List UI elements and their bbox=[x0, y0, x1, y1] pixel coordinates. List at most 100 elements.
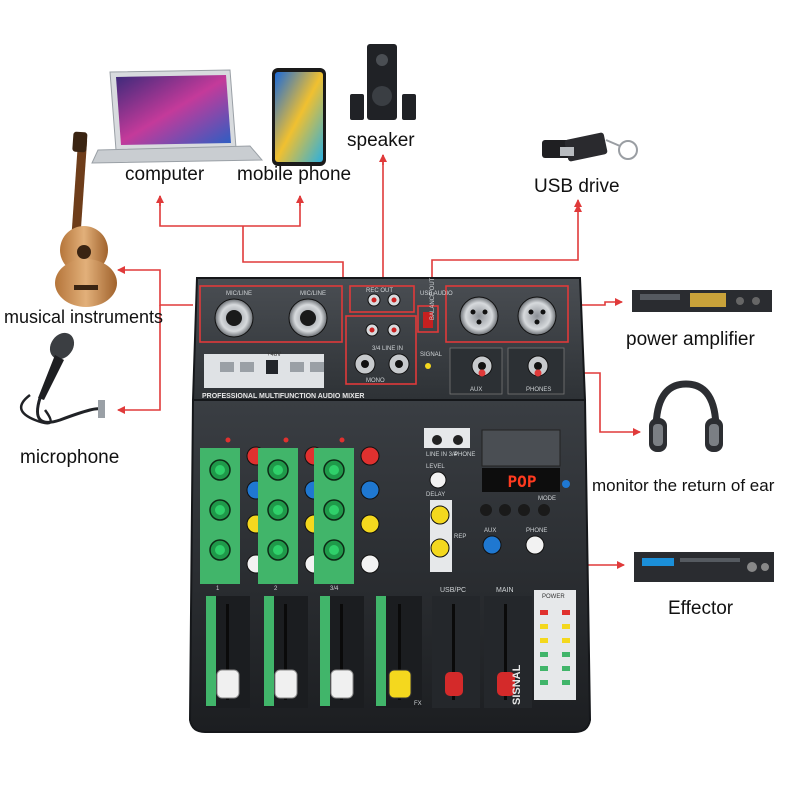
knob-rep[interactable] bbox=[430, 538, 450, 558]
label-effector: Effector bbox=[668, 598, 734, 619]
knob-aux-master[interactable] bbox=[482, 535, 502, 555]
line-in-label: 3/4 LINE IN bbox=[372, 346, 403, 352]
knob-cap bbox=[215, 505, 225, 515]
label-usb-drive: USB drive bbox=[534, 176, 620, 197]
mic-line-1-label: MIC/LINE bbox=[226, 291, 252, 297]
vu-led-left bbox=[540, 624, 548, 629]
knob-cap bbox=[215, 465, 225, 475]
fader-slot bbox=[340, 604, 343, 700]
line-microphone bbox=[117, 305, 161, 414]
transport-buttons[interactable] bbox=[480, 504, 550, 516]
ukulele-icon bbox=[55, 131, 117, 307]
vu-led-left bbox=[540, 666, 548, 671]
usb-audio-label: USB AUDIO bbox=[420, 291, 453, 297]
mode-label: MODE bbox=[538, 496, 556, 502]
vu-led-left bbox=[540, 638, 548, 643]
vu-meter bbox=[540, 610, 570, 685]
line-power-amp bbox=[568, 298, 623, 306]
fader-scale bbox=[264, 596, 274, 706]
vu-led-left bbox=[540, 680, 548, 685]
delay-label: DELAY bbox=[426, 492, 445, 498]
label-computer: computer bbox=[125, 164, 205, 185]
fader-ch1[interactable] bbox=[216, 669, 240, 699]
knob-gain-ch3[interactable] bbox=[360, 446, 380, 466]
fader-fx[interactable] bbox=[388, 669, 412, 699]
fader-main[interactable] bbox=[497, 672, 515, 696]
fader-slot bbox=[398, 604, 401, 700]
fader-scale bbox=[206, 596, 216, 706]
usb-drive-icon bbox=[542, 132, 638, 162]
microphone-icon bbox=[20, 332, 105, 425]
panel-title: PROFESSIONAL MULTIFUNCTION AUDIO MIXER bbox=[202, 393, 364, 400]
phone-knob-label: PHONE bbox=[526, 528, 547, 534]
knob-cap bbox=[329, 465, 339, 475]
peak-led-ch3 bbox=[339, 437, 345, 443]
fader-slot bbox=[284, 604, 287, 700]
phone-small-label: PHONE bbox=[454, 452, 475, 458]
vu-led-right bbox=[562, 610, 570, 615]
mic-line-2-label: MIC/LINE bbox=[300, 291, 326, 297]
knob-cap bbox=[273, 505, 283, 515]
knob-cap bbox=[273, 545, 283, 555]
mp3-display: POP bbox=[508, 472, 537, 491]
signal-label: SIGNAL bbox=[420, 352, 443, 358]
main-label: MAIN bbox=[496, 587, 514, 594]
vu-led-right bbox=[562, 638, 570, 643]
fader-scale bbox=[376, 596, 386, 706]
knob-level[interactable] bbox=[429, 471, 447, 489]
effector-icon bbox=[634, 552, 774, 582]
label-speaker: speaker bbox=[347, 130, 415, 151]
level-label: LEVEL bbox=[426, 464, 445, 470]
vu-led-right bbox=[562, 680, 570, 685]
line-in-small-label: LINE IN 3/4 bbox=[426, 452, 458, 458]
knob-phone-master[interactable] bbox=[525, 535, 545, 555]
vu-led-left bbox=[540, 610, 548, 615]
aux-knob-label: AUX bbox=[484, 528, 496, 534]
knob-cap bbox=[329, 505, 339, 515]
headphones-icon bbox=[649, 380, 723, 452]
channel-strips: 1 2 3/4FX bbox=[200, 437, 422, 708]
vu-led-left bbox=[540, 652, 548, 657]
knob-cap bbox=[215, 545, 225, 555]
knob-fx-ch3[interactable] bbox=[360, 514, 380, 534]
label-monitor-ear: monitor the return of ear bbox=[592, 476, 775, 495]
fader-slot bbox=[226, 604, 229, 700]
balance-out-label: BALANCE OUT bbox=[430, 277, 436, 320]
knob-cap bbox=[329, 545, 339, 555]
fader-ch2[interactable] bbox=[274, 669, 298, 699]
line-computer-phone bbox=[159, 196, 301, 227]
rep-label: REP bbox=[454, 534, 466, 540]
usb-pc-label: USB/PC bbox=[440, 587, 466, 594]
knob-pan-ch3[interactable] bbox=[360, 554, 380, 574]
power-label: POWER bbox=[542, 594, 565, 600]
phones-jack-label: PHONES bbox=[526, 387, 551, 393]
knob-delay[interactable] bbox=[430, 505, 450, 525]
mono-label: MONO bbox=[366, 378, 385, 384]
fader-scale bbox=[320, 596, 330, 706]
rec-out-label: REC OUT bbox=[366, 288, 393, 294]
phantom-power-label: +48V bbox=[267, 352, 281, 358]
fader-usb-pc[interactable] bbox=[445, 672, 463, 696]
label-musical-instruments: musical instruments bbox=[4, 307, 164, 327]
channel-label-2: 2 bbox=[274, 586, 278, 592]
xlr-input-2[interactable] bbox=[288, 298, 328, 338]
vu-led-right bbox=[562, 666, 570, 671]
fader-ch3[interactable] bbox=[330, 669, 354, 699]
balance-out-right[interactable] bbox=[517, 296, 557, 336]
speaker-icon bbox=[350, 44, 416, 120]
line-instruments bbox=[117, 266, 193, 306]
channel-label-3: 3/4 bbox=[330, 586, 339, 592]
peak-led-ch1 bbox=[225, 437, 231, 443]
label-microphone: microphone bbox=[20, 447, 120, 468]
xlr-input-1[interactable] bbox=[214, 298, 254, 338]
fx-label: FX bbox=[414, 701, 422, 707]
vu-led-right bbox=[562, 652, 570, 657]
audio-mixer: MIC/LINE MIC/LINE REC OUT 3/4 LINE IN MO… bbox=[188, 277, 592, 733]
knob-aux-ch3[interactable] bbox=[360, 480, 380, 500]
channel-label-1: 1 bbox=[216, 586, 220, 592]
aux-jack-label: AUX bbox=[470, 387, 482, 393]
label-power-amplifier: power amplifier bbox=[626, 329, 755, 350]
balance-out-left[interactable] bbox=[459, 296, 499, 336]
